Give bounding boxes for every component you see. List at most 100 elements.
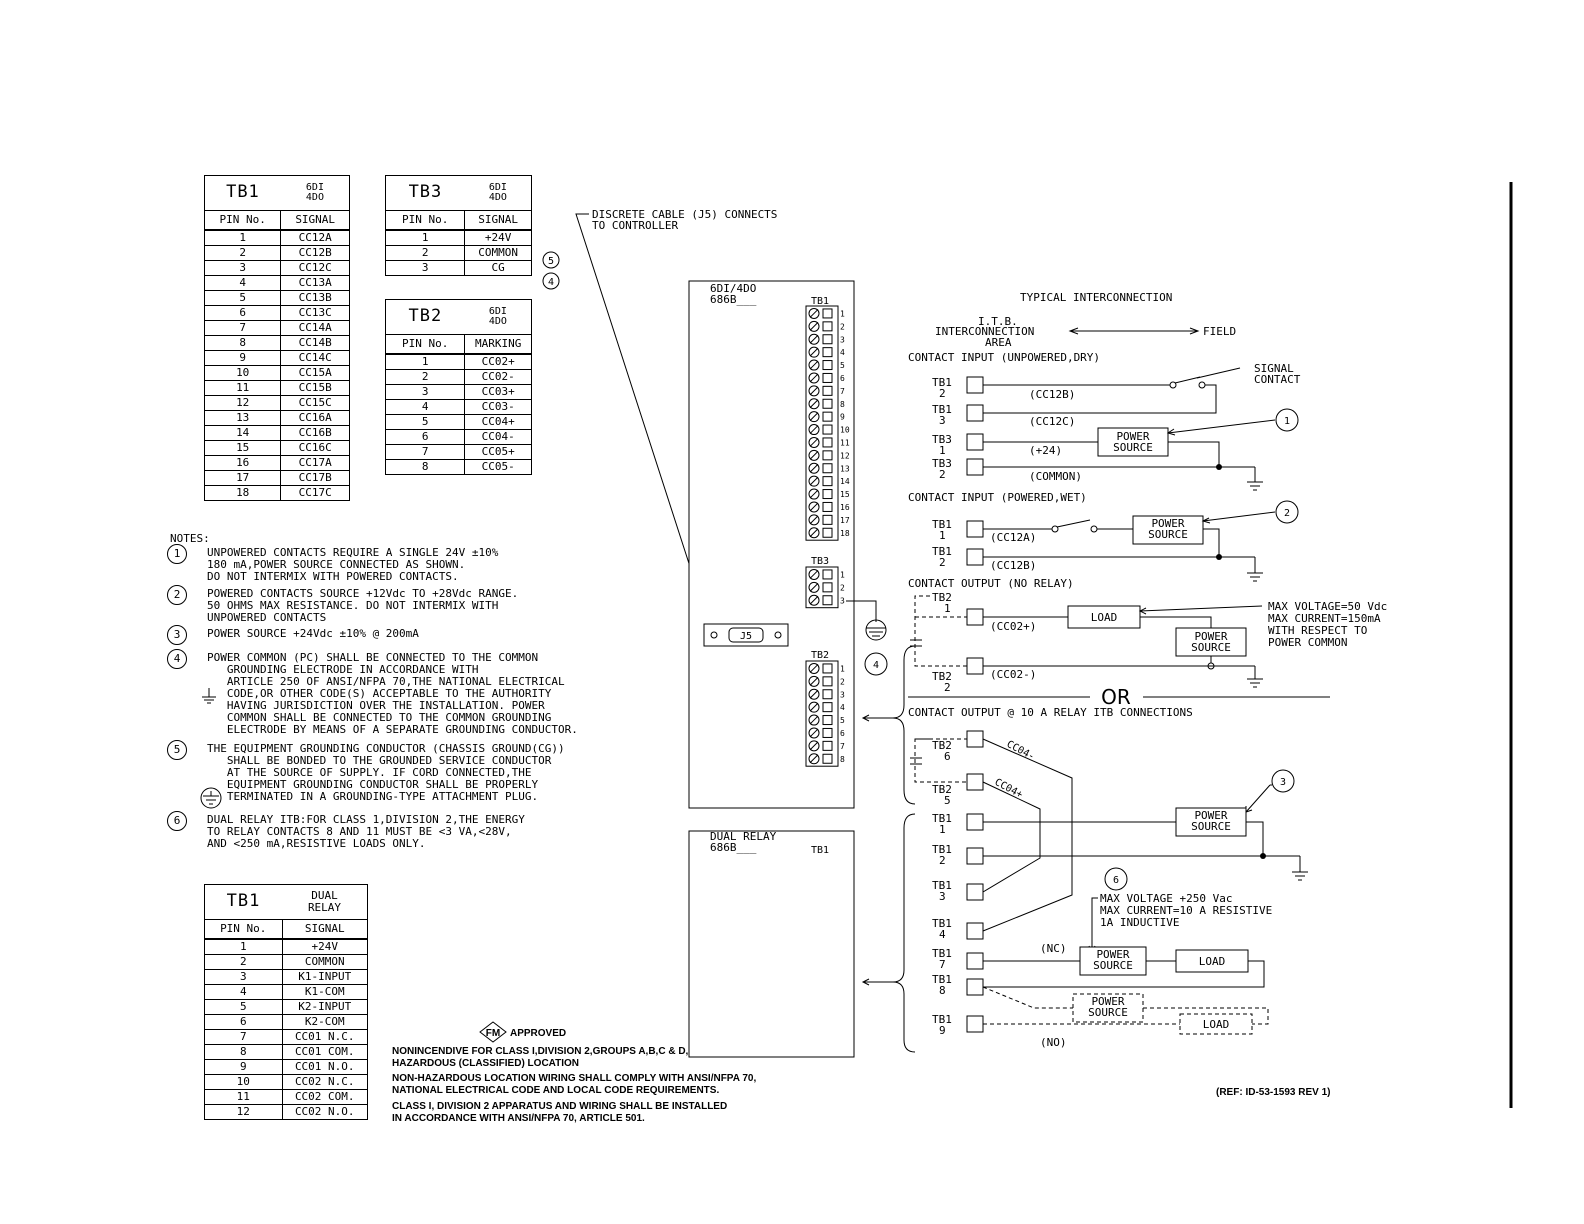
approval-line: NONINCENDIVE FOR CLASS I,DIVISION 2,GROU… bbox=[392, 1046, 689, 1057]
terminal-number: 11 bbox=[840, 438, 850, 447]
screw-terminal[interactable] bbox=[808, 527, 820, 539]
terminal-relay-tb1-9[interactable] bbox=[966, 1015, 984, 1033]
term-label: 3 bbox=[939, 414, 946, 427]
screw-terminal[interactable] bbox=[808, 581, 820, 593]
screw-terminal[interactable] bbox=[808, 385, 820, 397]
relay_table-pin-cell: 11 bbox=[204, 1089, 283, 1105]
screw-terminal[interactable] bbox=[808, 688, 820, 700]
screw-terminal[interactable] bbox=[808, 740, 820, 752]
terminal-tb3-2[interactable] bbox=[966, 458, 984, 476]
screw-terminal[interactable] bbox=[808, 475, 820, 487]
terminal-relay-tb1-7[interactable] bbox=[966, 952, 984, 970]
screw-terminal[interactable] bbox=[808, 346, 820, 358]
screw-terminal[interactable] bbox=[808, 701, 820, 713]
note-4-ground-icon bbox=[202, 688, 216, 704]
terminal-relay-tb1-3[interactable] bbox=[966, 883, 984, 901]
tb3-terminal-strip: 123 bbox=[805, 566, 845, 609]
note-2-line: 50 OHMS MAX RESISTANCE. DO NOT INTERMIX … bbox=[207, 599, 499, 612]
terminal-tb2-1[interactable] bbox=[966, 608, 984, 626]
screw-terminal[interactable] bbox=[808, 436, 820, 448]
ground-callout-4-label: 4 bbox=[873, 660, 879, 671]
ci-powered-title: CONTACT INPUT (POWERED,WET) bbox=[908, 491, 1087, 504]
callout-1-label: 1 bbox=[1284, 416, 1290, 427]
terminal-number: 14 bbox=[840, 477, 850, 486]
term-label: TB3 bbox=[932, 457, 952, 470]
terminal-tb2-6[interactable] bbox=[966, 730, 984, 748]
screw-terminal[interactable] bbox=[808, 753, 820, 765]
screw-terminal[interactable] bbox=[808, 714, 820, 726]
screw-terminal[interactable] bbox=[808, 568, 820, 580]
term-label: 3 bbox=[939, 890, 946, 903]
note-number-2: 2 bbox=[167, 585, 187, 605]
screw-terminal[interactable] bbox=[808, 424, 820, 436]
term-label: TB1 bbox=[932, 545, 952, 558]
terminal-tb2-2[interactable] bbox=[966, 657, 984, 675]
tb3-callout-5-label: 5 bbox=[548, 256, 554, 267]
power-source-label: SOURCE bbox=[1148, 528, 1188, 541]
terminal-tb2-5[interactable] bbox=[966, 773, 984, 791]
terminal-tb1-2-wet[interactable] bbox=[966, 548, 984, 566]
screw-terminal[interactable] bbox=[808, 501, 820, 513]
screw-terminal[interactable] bbox=[808, 462, 820, 474]
screw-terminal[interactable] bbox=[808, 727, 820, 739]
j5-connector[interactable]: J5 bbox=[703, 623, 789, 647]
term-label: 2 bbox=[939, 468, 946, 481]
fm-badge-label: FM bbox=[486, 1028, 500, 1039]
terminal-tb1-3[interactable] bbox=[966, 404, 984, 422]
power-source-label: SOURCE bbox=[1191, 641, 1231, 654]
terminal-number: 13 bbox=[840, 464, 850, 473]
power-source-box bbox=[1175, 807, 1247, 837]
max-output-line: WITH RESPECT TO bbox=[1268, 624, 1367, 637]
tb3-callout-4-label: 4 bbox=[548, 277, 554, 288]
screw-terminal[interactable] bbox=[808, 514, 820, 526]
screw-terminal[interactable] bbox=[808, 449, 820, 461]
screw-terminal[interactable] bbox=[808, 662, 820, 674]
junction-dot bbox=[1260, 853, 1266, 859]
power-source-label: POWER bbox=[1096, 948, 1129, 961]
screw-terminal[interactable] bbox=[808, 398, 820, 410]
terminal-tb1-2[interactable] bbox=[966, 376, 984, 394]
relay_table-pin-cell: 9 bbox=[204, 1059, 283, 1075]
terminal-tb3-1[interactable] bbox=[966, 433, 984, 451]
relay-module-outline bbox=[688, 830, 855, 1058]
screw-terminal[interactable] bbox=[808, 372, 820, 384]
tb1_table-signal-cell: CC14B bbox=[280, 335, 350, 351]
tb3-col-pin: PIN No. bbox=[384, 210, 466, 231]
terminal-number: 4 bbox=[840, 348, 845, 357]
screw-terminal[interactable] bbox=[808, 320, 820, 332]
note-2-line: POWERED CONTACTS SOURCE +12Vdc TO +28Vdc… bbox=[207, 587, 519, 600]
wire-label-cc04m: CC04- bbox=[1005, 739, 1037, 763]
terminal-relay-tb1-4[interactable] bbox=[966, 922, 984, 940]
screw-terminal[interactable] bbox=[808, 411, 820, 423]
term-label: 2 bbox=[944, 681, 951, 694]
note-6-line: AND <250 mA,RESISTIVE LOADS ONLY. bbox=[207, 837, 426, 850]
screw-terminal[interactable] bbox=[808, 333, 820, 345]
io-module-part: 686B___ bbox=[710, 293, 757, 306]
screw-terminal[interactable] bbox=[808, 488, 820, 500]
terminal-relay-tb1-1[interactable] bbox=[966, 813, 984, 831]
terminal-relay-tb1-2[interactable] bbox=[966, 847, 984, 865]
screw-terminal[interactable] bbox=[808, 359, 820, 371]
terminal-number: 1 bbox=[840, 309, 845, 318]
screw-terminal[interactable] bbox=[808, 675, 820, 687]
relay_table-pin-cell: 3 bbox=[204, 969, 283, 985]
term-label: 2 bbox=[939, 854, 946, 867]
screw-terminal[interactable] bbox=[808, 594, 820, 606]
callout-1: 1 bbox=[1275, 408, 1299, 432]
screw-terminal[interactable] bbox=[808, 307, 820, 319]
note-4-line: HAVING JURISDICTION OVER THE INSTALLATIO… bbox=[207, 699, 545, 712]
signal-contact-label: SIGNAL bbox=[1254, 362, 1294, 375]
terminal-tb1-1[interactable] bbox=[966, 520, 984, 538]
terminal-relay-tb1-8[interactable] bbox=[966, 978, 984, 996]
relay-module-tb1-label: TB1 bbox=[811, 845, 829, 856]
